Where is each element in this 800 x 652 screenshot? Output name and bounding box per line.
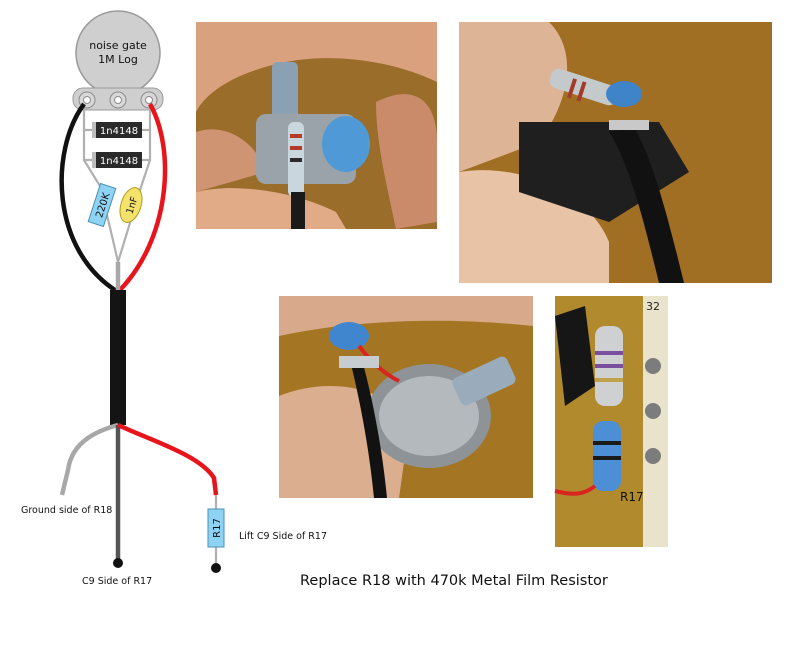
board-label-32: 32 [646, 300, 660, 313]
photo-pot-front [196, 22, 437, 229]
photo-pot-back [279, 296, 533, 498]
terminal-lift [211, 563, 221, 573]
pot-label-line2: 1M Log [98, 53, 138, 66]
diode-top: 1n4148 [92, 122, 142, 138]
capacitor-1nf: 1nF [119, 187, 143, 223]
black-wire-loop [59, 102, 120, 294]
grey-wire-ground [59, 422, 119, 496]
capacitor-1nf-label: 1nF [124, 195, 140, 215]
diode-bottom: 1n4148 [92, 152, 142, 168]
wiring-diagram: noise gate 1M Log 1n4148 1n4148 220K 1nF [21, 10, 327, 587]
diode-bottom-label: 1n4148 [100, 156, 138, 167]
board-label-r17: R17 [620, 490, 644, 504]
terminal-c9 [113, 558, 123, 568]
label-ground-side: Ground side of R18 [21, 505, 112, 516]
caption: Replace R18 with 470k Metal Film Resisto… [300, 573, 608, 589]
pot-label-line1: noise gate [89, 39, 147, 52]
pot-lugs [72, 87, 164, 111]
label-c9-side: C9 Side of R17 [82, 576, 152, 587]
label-lift-c9: Lift C9 Side of R17 [239, 531, 327, 542]
diode-top-label: 1n4148 [100, 126, 138, 137]
resistor-r17: R17 [207, 508, 225, 548]
cable-sheath [110, 290, 126, 425]
resistor-r17-label: R17 [212, 518, 223, 538]
photo-circuit-board: 32 R17 [554, 296, 668, 547]
red-wire-lift [117, 422, 219, 496]
red-wire-loop [116, 102, 168, 294]
photo-pot-side [459, 22, 772, 283]
resistor-220k: 220K [87, 182, 117, 228]
